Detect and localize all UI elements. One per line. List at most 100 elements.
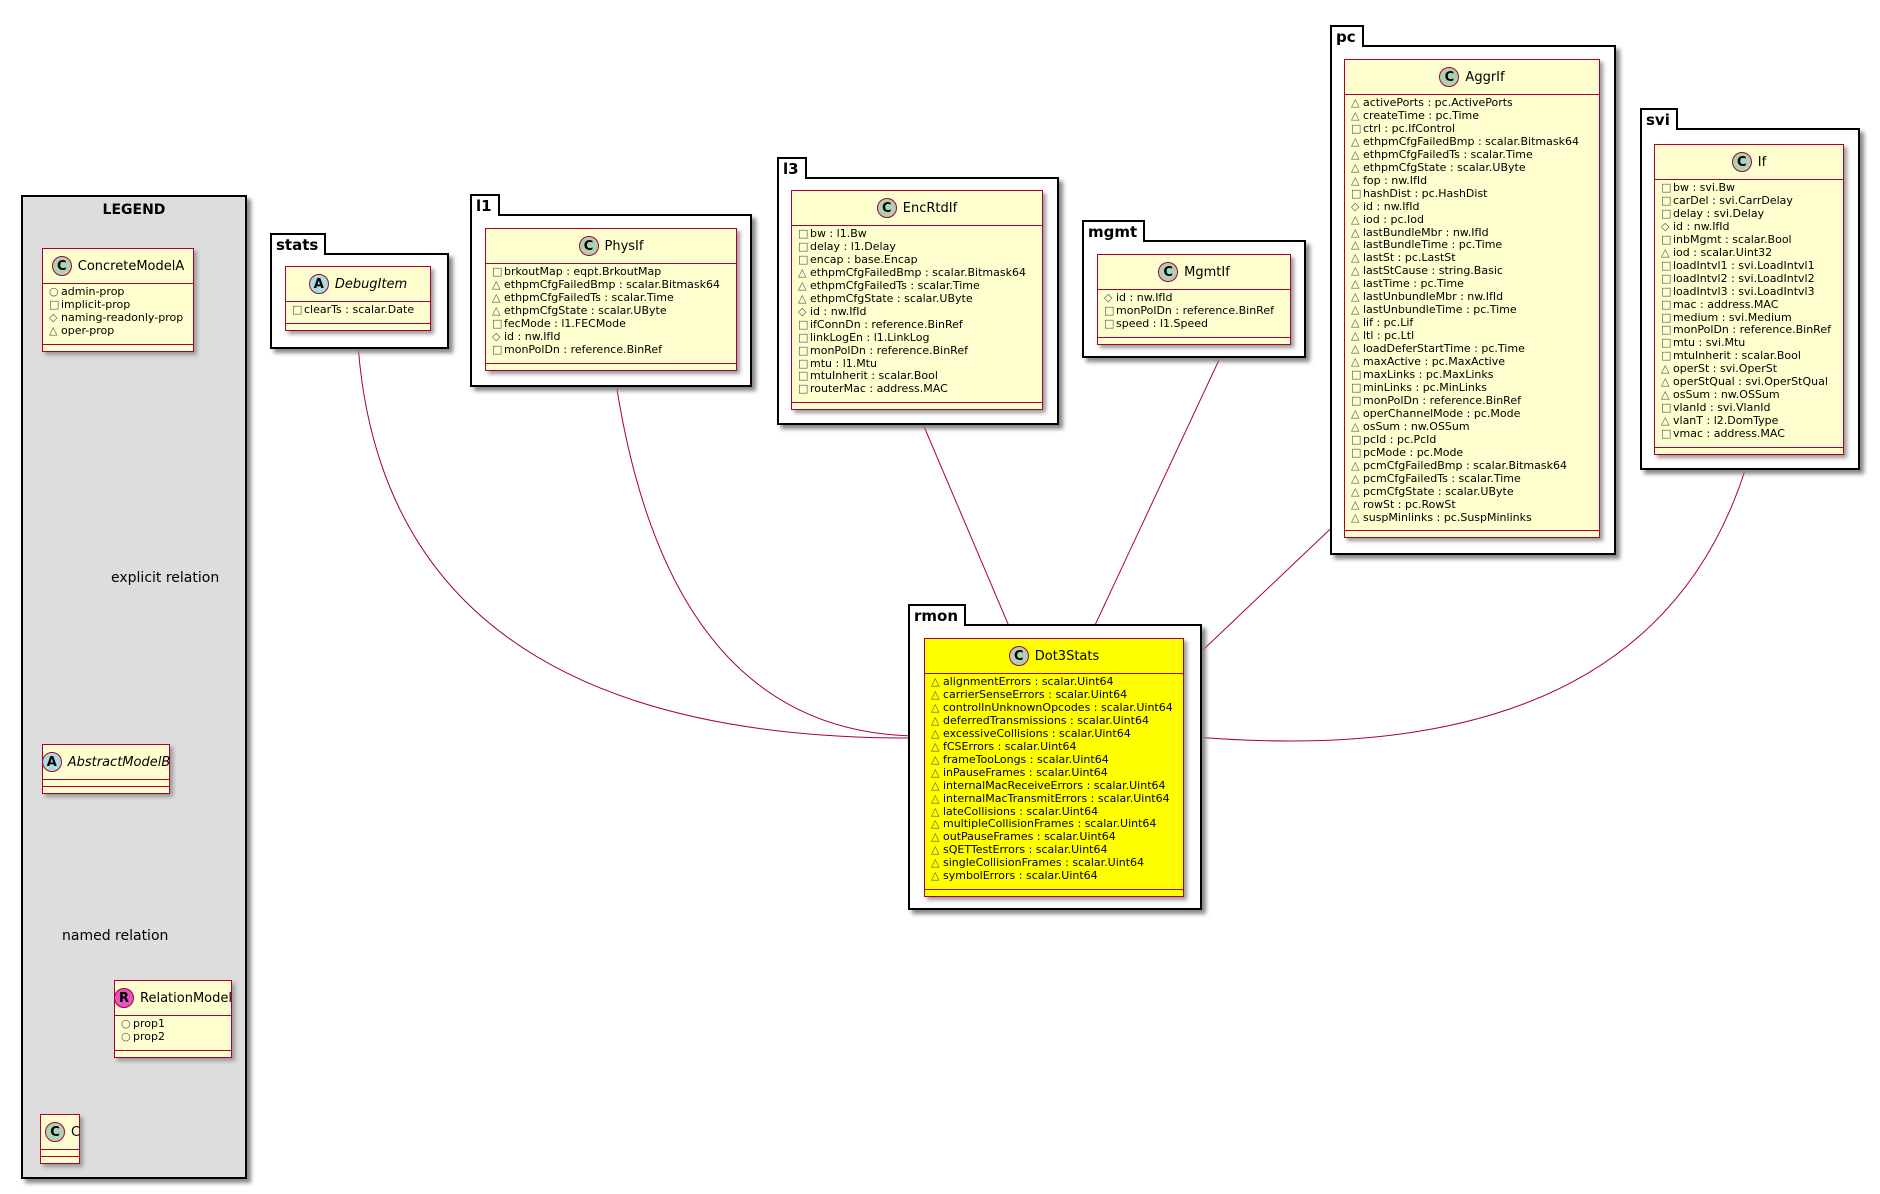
- composition-encrtdif-dot3stats: [922, 422, 1015, 639]
- attribute-row: △loadDeferStartTime : pc.Time: [1351, 342, 1593, 356]
- attribute-text: outPauseFrames : scalar.Uint64: [943, 830, 1116, 844]
- attribute-row: △frameTooLongs : scalar.Uint64: [931, 753, 1177, 767]
- attribute-text: ethpmCfgState : scalar.UByte: [810, 291, 973, 305]
- package-visibility-icon: △: [1351, 225, 1360, 239]
- private-visibility-icon: □: [1661, 232, 1672, 246]
- attribute-text: mac : address.MAC: [1673, 297, 1779, 311]
- named-relation-label: named relation: [62, 928, 169, 944]
- package-visibility-icon: △: [1661, 388, 1670, 402]
- attribute-list: □bw : svi.Bw□carDel : svi.CarrDelay□dela…: [1655, 180, 1843, 449]
- private-visibility-icon: □: [1104, 303, 1115, 317]
- attribute-text: activePorts : pc.ActivePorts: [1363, 96, 1513, 109]
- attribute-row: △ethpmCfgState : scalar.UByte: [492, 304, 730, 318]
- attribute-row: △ethpmCfgFailedBmp : scalar.Bitmask64: [1351, 135, 1593, 149]
- attribute-text: lateCollisions : scalar.Uint64: [943, 804, 1099, 818]
- attribute-row: □maxLinks : pc.MaxLinks: [1351, 368, 1593, 382]
- attribute-text: linkLogEn : l1.LinkLog: [810, 330, 930, 344]
- class-name: MgmtIf: [1184, 264, 1230, 280]
- class-name: DebugItem: [334, 276, 408, 292]
- package-visibility-icon: △: [1661, 375, 1670, 389]
- attribute-row: □monPolDn : reference.BinRef: [1104, 303, 1284, 318]
- attribute-row: △lastStCause : string.Basic: [1351, 264, 1593, 278]
- attribute-row: ◇id : nw.IfId: [1104, 291, 1284, 305]
- package-visibility-icon: △: [1351, 419, 1360, 433]
- attribute-row: □fecMode : l1.FECMode: [492, 316, 730, 331]
- private-visibility-icon: □: [1661, 297, 1672, 311]
- attribute-row: △sQETTestErrors : scalar.Uint64: [931, 843, 1177, 857]
- package-visibility-icon: △: [1351, 316, 1360, 330]
- private-visibility-icon: □: [798, 239, 809, 253]
- attribute-text: maxLinks : pc.MaxLinks: [1363, 368, 1494, 382]
- package-visibility-icon: △: [931, 700, 940, 714]
- attribute-row: △fop : nw.IfId: [1351, 173, 1593, 188]
- package-visibility-icon: △: [1351, 173, 1360, 187]
- package-visibility-icon: △: [1351, 96, 1360, 109]
- attribute-row: △pcmCfgFailedBmp : scalar.Bitmask64: [1351, 459, 1593, 473]
- class-name: Dot3Stats: [1034, 648, 1100, 664]
- package-visibility-icon: △: [492, 290, 501, 304]
- private-visibility-icon: □: [798, 343, 809, 357]
- attribute-text: ltl : pc.Ltl: [1363, 329, 1415, 343]
- package-tab: l1: [470, 194, 500, 216]
- attribute-text: singleCollisionFrames : scalar.Uint64: [943, 856, 1145, 870]
- attribute-text: ethpmCfgFailedTs : scalar.Time: [810, 278, 980, 292]
- attribute-row: ○admin-prop: [49, 285, 187, 299]
- attribute-text: suspMinlinks : pc.SuspMinlinks: [1363, 510, 1532, 524]
- attribute-row: △osSum : nw.OSSum: [1351, 419, 1593, 434]
- private-visibility-icon: □: [1661, 427, 1672, 441]
- attribute-text: lastUnbundleTime : pc.Time: [1363, 303, 1517, 317]
- attribute-row: △operStQual : svi.OperStQual: [1661, 375, 1837, 389]
- attribute-text: naming-readonly-prop: [61, 310, 184, 324]
- package-visibility-icon: △: [1351, 406, 1360, 420]
- attribute-row: △lastBundleTime : pc.Time: [1351, 239, 1593, 252]
- attribute-text: implicit-prop: [61, 297, 131, 311]
- attribute-row: □clearTs : scalar.Date: [292, 303, 424, 317]
- private-visibility-icon: □: [292, 303, 303, 316]
- attribute-text: vlanId : svi.VlanId: [1673, 401, 1771, 415]
- attribute-text: monPolDn : reference.BinRef: [1116, 303, 1274, 317]
- attribute-row: △ethpmCfgFailedTs : scalar.Time: [1351, 148, 1593, 162]
- attribute-row: △lif : pc.Lif: [1351, 316, 1593, 330]
- package-visibility-icon: △: [1351, 264, 1360, 278]
- attribute-row: △vlanT : l2.DomType: [1661, 414, 1837, 428]
- attribute-row: △lastSt : pc.LastSt: [1351, 251, 1593, 265]
- attribute-text: clearTs : scalar.Date: [304, 303, 415, 316]
- attribute-row: △lastTime : pc.Time: [1351, 277, 1593, 291]
- attribute-row: □pcId : pc.PcId: [1351, 433, 1593, 447]
- legend-title: LEGEND: [102, 202, 166, 218]
- attribute-row: △osSum : nw.OSSum: [1661, 388, 1837, 402]
- package-visibility-icon: △: [1351, 342, 1360, 356]
- attribute-text: pcMode : pc.Mode: [1363, 445, 1464, 459]
- private-visibility-icon: □: [1351, 368, 1362, 382]
- private-visibility-icon: □: [492, 316, 503, 330]
- package-visibility-icon: △: [931, 726, 940, 740]
- package-visibility-icon: △: [1661, 245, 1670, 259]
- protected-visibility-icon: ◇: [1351, 199, 1360, 213]
- attribute-text: lastBundleTime : pc.Time: [1363, 238, 1503, 252]
- package-visibility-icon: △: [931, 713, 940, 727]
- package-visibility-icon: △: [1351, 303, 1360, 317]
- attribute-text: id : nw.IfId: [810, 304, 867, 318]
- attribute-text: speed : l1.Speed: [1116, 316, 1208, 330]
- package-visibility-icon: △: [1661, 414, 1670, 428]
- package-visibility-icon: △: [931, 765, 940, 779]
- attribute-text: fop : nw.IfId: [1363, 173, 1428, 187]
- attribute-row: □monPolDn : reference.BinRef: [1661, 324, 1837, 337]
- attribute-text: operChannelMode : pc.Mode: [1363, 406, 1521, 420]
- composition-physif-dot3stats: [615, 382, 925, 737]
- package-visibility-icon: △: [1351, 238, 1360, 252]
- package-visibility-icon: △: [1351, 160, 1360, 174]
- attribute-row: □loadIntvl2 : svi.LoadIntvl2: [1661, 272, 1837, 286]
- attribute-text: sQETTestErrors : scalar.Uint64: [943, 843, 1108, 857]
